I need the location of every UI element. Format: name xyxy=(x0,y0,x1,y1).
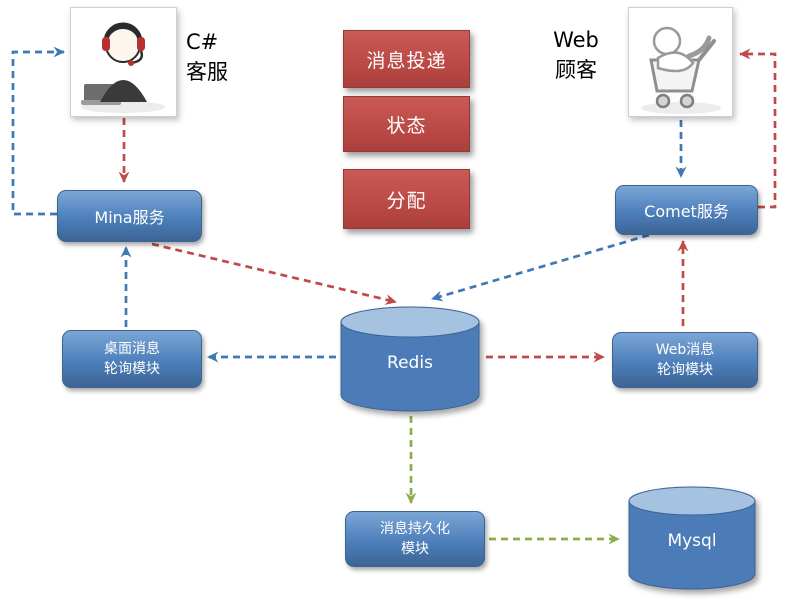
node-comet-service: Comet服务 xyxy=(615,185,758,235)
csharp-agent-label-line2: 客服 xyxy=(186,60,228,84)
node-persistence-module: 消息持久化 模块 xyxy=(345,511,485,567)
legend-status: 状态 xyxy=(343,96,470,152)
node-desktop-poll-module: 桌面消息 轮询模块 xyxy=(62,330,202,388)
legend-message-delivery: 消息投递 xyxy=(343,30,470,88)
node-desktop-poll-line2: 轮询模块 xyxy=(104,361,160,377)
node-redis-label: Redis xyxy=(387,353,433,373)
database-cylinder-icon xyxy=(340,306,480,412)
legend-status-label: 状态 xyxy=(386,114,427,137)
legend-message-delivery-label: 消息投递 xyxy=(366,49,447,72)
arrow-mina-to-redis xyxy=(151,242,397,305)
node-mina-service-label: Mina服务 xyxy=(94,208,165,227)
web-customer-label: Web 顾客 xyxy=(545,25,607,85)
node-redis-database: Redis xyxy=(340,306,480,412)
csharp-agent-label: C# 客服 xyxy=(186,27,228,87)
node-persistence-line2: 模块 xyxy=(401,541,429,557)
web-customer-image xyxy=(628,7,733,117)
csharp-agent-label-line1: C# xyxy=(186,30,219,54)
node-mina-service: Mina服务 xyxy=(57,190,202,242)
customer-service-icon xyxy=(71,8,176,116)
node-mysql-database: Mysql xyxy=(628,486,756,590)
node-persistence-line1: 消息持久化 xyxy=(380,520,450,537)
arrow-mina-to-csharp-agent xyxy=(11,46,65,216)
csharp-agent-image xyxy=(70,7,177,117)
arrow-comet-to-redis xyxy=(431,233,650,302)
web-customer-label-line2: 顾客 xyxy=(555,58,597,82)
shopping-cart-customer-icon xyxy=(629,8,732,116)
node-desktop-poll-line1: 桌面消息 xyxy=(104,340,160,357)
node-web-poll-module: Web消息 轮询模块 xyxy=(612,332,758,388)
node-web-poll-line2: 轮询模块 xyxy=(657,362,713,378)
web-customer-label-line1: Web xyxy=(553,28,599,52)
node-mysql-label: Mysql xyxy=(667,531,717,551)
legend-distribution: 分配 xyxy=(343,169,470,229)
node-comet-service-label: Comet服务 xyxy=(644,202,729,221)
node-web-poll-line1: Web消息 xyxy=(655,341,715,358)
database-cylinder-icon xyxy=(628,486,756,590)
legend-distribution-label: 分配 xyxy=(386,189,427,212)
